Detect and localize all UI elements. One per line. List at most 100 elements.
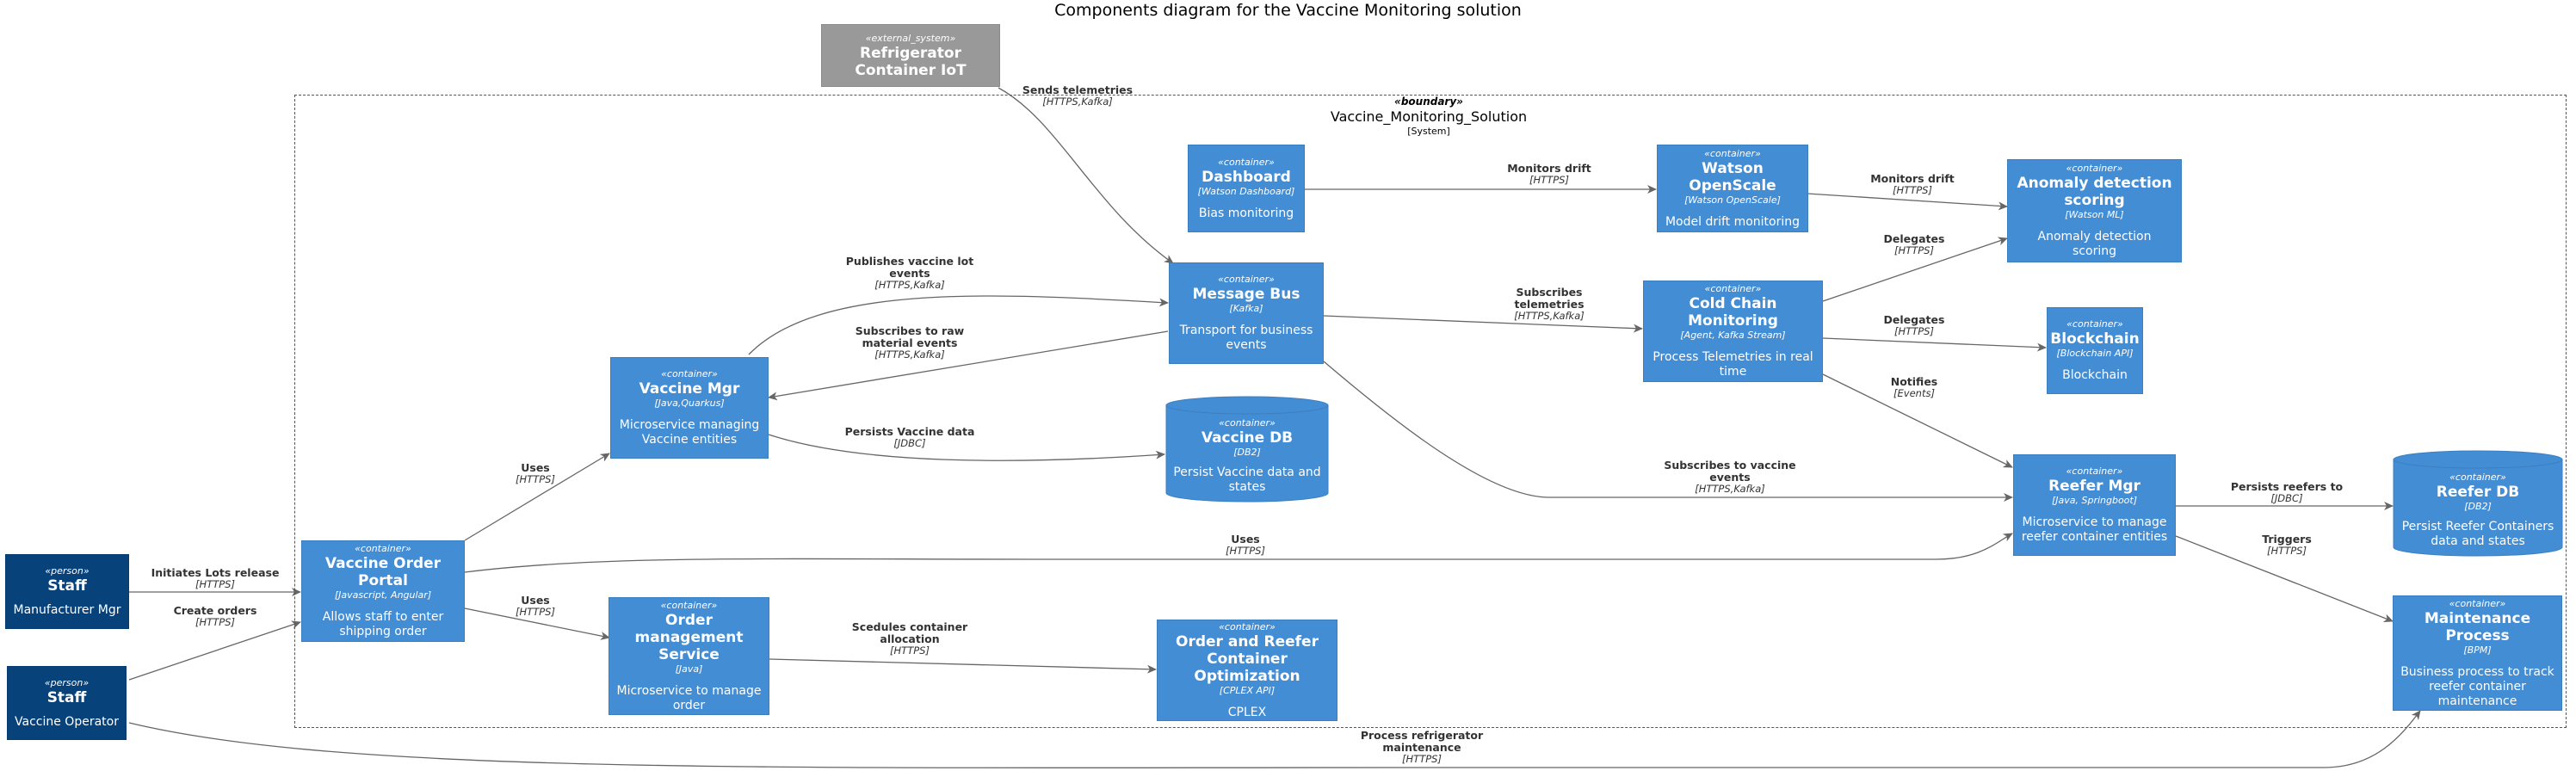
node-description: Process Telemetries in real time <box>1652 350 1813 379</box>
node-name: Reefer DB <box>2436 484 2520 501</box>
edge-label-text: Uses <box>521 594 550 607</box>
edge-label-persists-vaccine: Persists Vaccine data [JDBC] <box>845 426 975 449</box>
database-cylinder-icon <box>1165 396 1329 503</box>
node-technology: [DB2] <box>2464 501 2492 512</box>
system-boundary <box>294 95 2567 728</box>
node-stereotype: «container» <box>1219 417 1276 429</box>
edge-label-tech: [HTTPS] <box>1529 174 1569 186</box>
person-stereotype: «person» <box>44 676 90 688</box>
node-order-management[interactable]: «container» Order management Service [Ja… <box>608 597 769 715</box>
edge-label-text: Notifies <box>1890 375 1938 388</box>
node-message-bus[interactable]: «container» Message Bus [Kafka] Transpor… <box>1169 262 1324 364</box>
edge-process-maintenance <box>128 710 2421 769</box>
node-maintenance-process[interactable]: «container» Maintenance Process [BPM] Bu… <box>2393 595 2562 711</box>
edge-notifies <box>1822 373 2013 468</box>
edge-label-persists-reefers: Persists reefers to [JDBC] <box>2231 481 2343 504</box>
node-stereotype: «container» <box>355 543 411 554</box>
edge-label-tech: [HTTPS] <box>1402 753 1442 765</box>
node-description: Microservice to manage reefer container … <box>2021 515 2168 544</box>
person-description: Vaccine Operator <box>15 714 119 729</box>
edge-label-delegates-1: Delegates [HTTPS] <box>1884 233 1945 256</box>
edge-label-schedules: Scedules container allocation [HTTPS] <box>845 621 974 657</box>
edge-label-text: Uses <box>521 461 550 474</box>
edge-label-text: Subscribes telemetries <box>1514 286 1585 311</box>
edge-label-text: Delegates <box>1883 313 1945 326</box>
node-name: Vaccine Mgr <box>639 380 740 398</box>
node-blockchain[interactable]: «container» Blockchain [Blockchain API] … <box>2047 307 2143 394</box>
database-cylinder-icon <box>2393 450 2563 557</box>
node-stereotype: «container» <box>1219 620 1276 632</box>
node-stereotype: «container» <box>1704 283 1762 294</box>
node-name: Vaccine DB <box>1201 429 1294 447</box>
node-stereotype: «external_system» <box>865 32 956 44</box>
person-staff-operator[interactable]: «person» Staff Vaccine Operator <box>7 666 127 740</box>
node-technology: [Agent, Kafka Stream] <box>1680 330 1786 341</box>
edge-subscribes-vaccine <box>1323 361 2013 502</box>
edge-label-tech: [HTTPS] <box>516 606 555 618</box>
node-name: Reefer Mgr <box>2048 478 2140 495</box>
node-name: Message Bus <box>1192 286 1300 303</box>
boundary-name: Vaccine_Monitoring_Solution <box>1330 108 1528 125</box>
node-vaccine-db[interactable]: «container» Vaccine DB [DB2] Persist Vac… <box>1165 396 1329 503</box>
edge-label-text: Subscribes to raw material events <box>855 324 965 349</box>
node-anomaly-detection[interactable]: «container» Anomaly detection scoring [W… <box>2007 159 2182 262</box>
node-name: Anomaly detection scoring <box>2017 175 2172 209</box>
node-vaccine-mgr[interactable]: «container» Vaccine Mgr [Java,Quarkus] M… <box>610 357 769 459</box>
edge-label-telemetries: Sends telemetries [HTTPS,Kafka] <box>1022 84 1133 108</box>
node-technology: [Watson OpenScale] <box>1684 194 1781 206</box>
node-container-optimization[interactable]: «container» Order and Reefer Container O… <box>1157 620 1337 721</box>
node-dashboard[interactable]: «container» Dashboard [Watson Dashboard]… <box>1188 145 1305 232</box>
edge-label-text: Initiates Lots release <box>151 566 280 579</box>
edge-label-uses-order-mgmt: Uses [HTTPS] <box>516 595 555 618</box>
node-stereotype: «container» <box>1218 274 1275 285</box>
edge-persists-vaccine <box>768 434 1165 461</box>
edge-sends-telemetries <box>998 87 1174 264</box>
node-reefer-db[interactable]: «container» Reefer DB [DB2] Persist Reef… <box>2393 450 2563 557</box>
node-description: Business process to track reefer contain… <box>2400 664 2554 708</box>
edge-subscribes-raw-material <box>768 330 1169 401</box>
edge-label-text: Monitors drift <box>1870 172 1955 185</box>
node-stereotype: «container» <box>2066 318 2123 330</box>
edge-label-text: Persists reefers to <box>2230 480 2344 493</box>
edge-label-delegates-2: Delegates [HTTPS] <box>1884 314 1945 337</box>
edge-label-notifies: Notifies [Events] <box>1891 376 1938 399</box>
node-stereotype: «container» <box>2449 597 2506 609</box>
node-cold-chain-monitoring[interactable]: «container» Cold Chain Monitoring [Agent… <box>1643 281 1823 382</box>
edge-label-text: Publishes vaccine lot events <box>845 255 974 280</box>
edge-label-tech: [HTTPS] <box>195 578 235 590</box>
edge-label-tech: [HTTPS,Kafka] <box>1514 310 1585 322</box>
node-technology: [BPM] <box>2463 644 2492 656</box>
node-name: Order and Reefer Container Optimization <box>1176 632 1319 685</box>
node-stereotype: «container» <box>660 599 718 611</box>
edge-label-tech: [HTTPS] <box>1893 184 1932 196</box>
edge-label-text: Delegates <box>1883 232 1945 245</box>
edge-label-monitors-drift-1: Monitors drift [HTTPS] <box>1507 163 1591 186</box>
node-stereotype: «container» <box>2066 163 2123 174</box>
node-technology: [Watson ML] <box>2065 209 2124 220</box>
person-staff-manufacturer[interactable]: «person» Staff Manufacturer Mgr <box>5 554 129 629</box>
node-refrigerator-iot[interactable]: «external_system» Refrigerator Container… <box>821 24 1000 87</box>
node-reefer-mgr[interactable]: «container» Reefer Mgr [Java, Springboot… <box>2013 454 2176 556</box>
edge-create-orders <box>128 620 301 681</box>
edge-label-tech: [JDBC] <box>893 437 926 449</box>
node-watson-openscale[interactable]: «container» Watson OpenScale [Watson Ope… <box>1657 145 1808 232</box>
boundary-stereotype: «boundary» <box>1394 96 1463 108</box>
edge-subscribes-telemetries <box>1323 315 1643 333</box>
edge-publishes-vaccine-lot <box>748 295 1169 355</box>
node-description: Transport for business events <box>1179 324 1313 352</box>
edge-triggers <box>2175 535 2394 622</box>
node-description: Model drift monitoring <box>1665 214 1801 229</box>
node-vaccine-order-portal[interactable]: «container» Vaccine Order Portal [Javasc… <box>301 540 465 642</box>
edge-label-tech: [HTTPS,Kafka] <box>874 348 945 361</box>
node-description: Allows staff to enter shipping order <box>322 610 444 638</box>
edge-label-tech: [HTTPS] <box>890 644 930 657</box>
edge-label-text: Process refrigerator maintenance <box>1360 729 1484 754</box>
edge-delegates-blockchain <box>1822 337 2047 352</box>
edge-label-tech: [HTTPS] <box>1894 244 1934 256</box>
edge-label-text: Sends telemetries <box>1022 83 1134 96</box>
node-description: CPLEX <box>1227 705 1267 719</box>
node-name: Cold Chain Monitoring <box>1688 295 1778 330</box>
node-name: Blockchain <box>2050 330 2140 348</box>
edge-delegates-anomaly <box>1822 237 2008 302</box>
